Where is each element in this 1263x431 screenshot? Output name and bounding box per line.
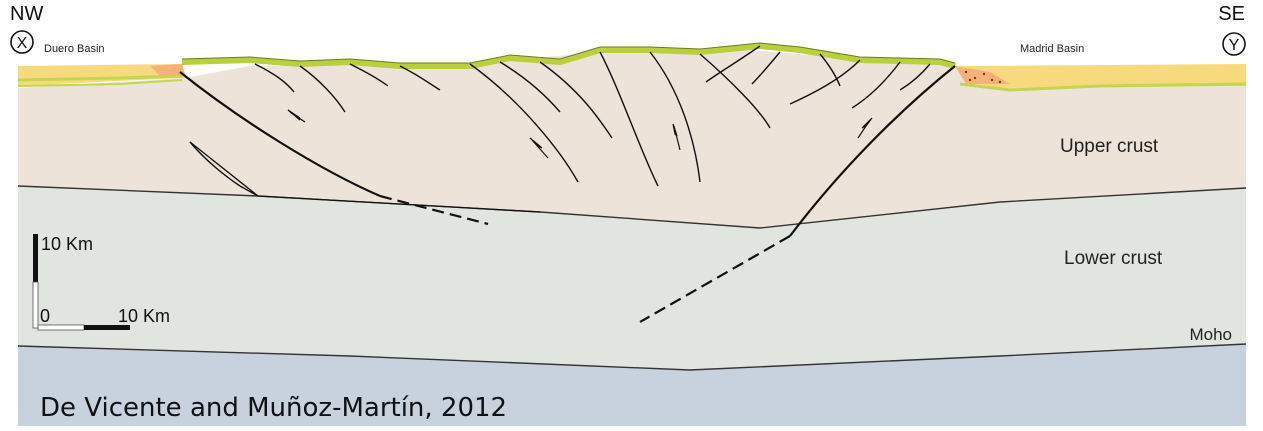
scale-vertical-white — [33, 282, 38, 328]
upper-crust-label: Upper crust — [1060, 136, 1159, 157]
duero-basin-label: Duero Basin — [44, 43, 105, 55]
se-y-marker: Y — [1229, 37, 1240, 54]
moho-label: Moho — [1189, 325, 1232, 344]
citation-text: De Vicente and Muñoz-Martín, 2012 — [40, 393, 507, 423]
se-label: SE — [1218, 3, 1245, 25]
nw-x-marker: X — [17, 35, 28, 52]
scale-origin-label: 0 — [40, 306, 50, 326]
scale-horizontal-label: 10 Km — [118, 306, 170, 326]
madrid-basin-label: Madrid Basin — [1020, 43, 1084, 55]
lower-crust-label: Lower crust — [1064, 248, 1163, 269]
scale-vertical-black — [33, 234, 38, 282]
nw-label: NW — [10, 3, 43, 25]
scale-vertical-label: 10 Km — [41, 234, 93, 254]
